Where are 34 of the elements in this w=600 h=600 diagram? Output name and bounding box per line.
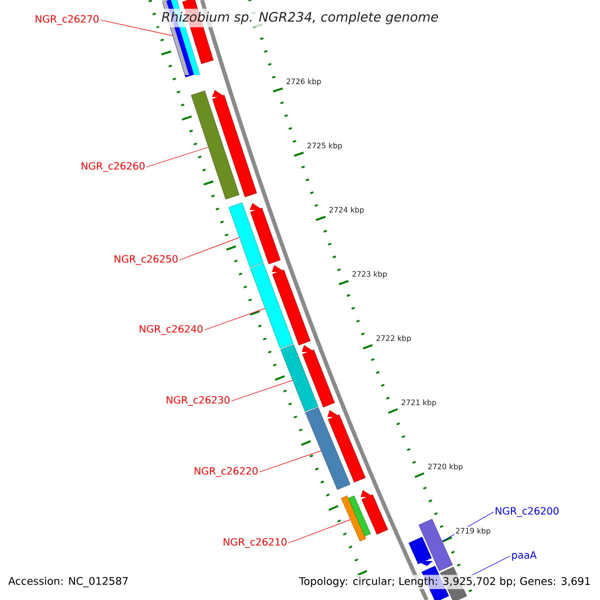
- leader-line: [231, 380, 293, 402]
- genome-info-text: Topology: circular; Length: 3,925,702 bp; Genes: 3,691: [297, 574, 593, 590]
- leader-line: [204, 308, 266, 330]
- gene-label: NGR_c26230: [166, 396, 230, 406]
- gene-label: NGR_c26250: [114, 255, 178, 265]
- leader-line: [100, 20, 173, 36]
- gene-bar: [305, 407, 350, 490]
- gene-label: NGR_c26270: [36, 15, 99, 25]
- gene-label: NGR_c26220: [194, 467, 258, 477]
- accession-text: Accession: NC_012587: [8, 576, 128, 588]
- gene-bar: [360, 490, 388, 535]
- title: Rhizobium sp. NGR234, complete genome: [158, 8, 442, 28]
- gene-bar: [280, 344, 318, 412]
- gene-label: NGR_c26260: [82, 162, 145, 172]
- gene-label: NGR_c26210: [224, 538, 287, 548]
- leader-line: [288, 519, 351, 544]
- gene-bar: [272, 265, 311, 346]
- gene-bar: [418, 518, 453, 572]
- gene-bar: [341, 496, 366, 542]
- gene-bar: [191, 90, 240, 200]
- gene-label: NGR_c26240: [140, 325, 203, 335]
- gene-bar: [327, 410, 366, 482]
- gene-bar: [228, 202, 264, 268]
- leader-line: [179, 237, 240, 260]
- gene-label: NGR_c26200: [496, 507, 559, 517]
- gene-bar: [250, 203, 281, 264]
- gene-bar: [302, 345, 335, 408]
- gene-bar: [408, 536, 433, 566]
- gene-bar: [348, 496, 371, 536]
- leader-line: [259, 450, 322, 472]
- gene-bar: [212, 90, 257, 198]
- gene-bar: [250, 263, 294, 349]
- leader-line: [146, 146, 209, 168]
- gene-label: paaA: [512, 551, 537, 561]
